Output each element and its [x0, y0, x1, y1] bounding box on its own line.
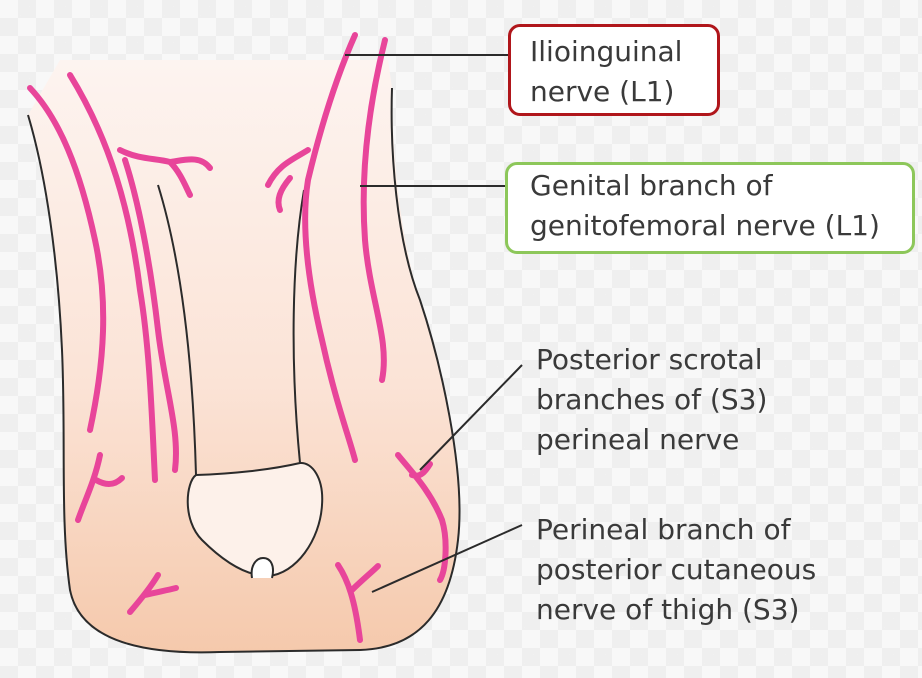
label-line: perineal nerve: [536, 420, 767, 460]
label-line: Ilioinguinal: [530, 32, 682, 72]
label-line: nerve (L1): [530, 72, 682, 112]
label-line: Genital branch of: [530, 166, 880, 206]
label-genital-branch: Genital branch of genitofemoral nerve (L…: [530, 166, 880, 246]
label-posterior-scrotal: Posterior scrotal branches of (S3) perin…: [536, 340, 767, 460]
label-line: posterior cutaneous: [536, 550, 816, 590]
label-line: Perineal branch of: [536, 510, 816, 550]
label-perineal-branch: Perineal branch of posterior cutaneous n…: [536, 510, 816, 630]
label-line: nerve of thigh (S3): [536, 590, 816, 630]
label-line: Posterior scrotal: [536, 340, 767, 380]
label-ilioinguinal-nerve: Ilioinguinal nerve (L1): [530, 32, 682, 112]
label-line: branches of (S3): [536, 380, 767, 420]
urethral-meatus: [252, 558, 273, 578]
label-line: genitofemoral nerve (L1): [530, 206, 880, 246]
